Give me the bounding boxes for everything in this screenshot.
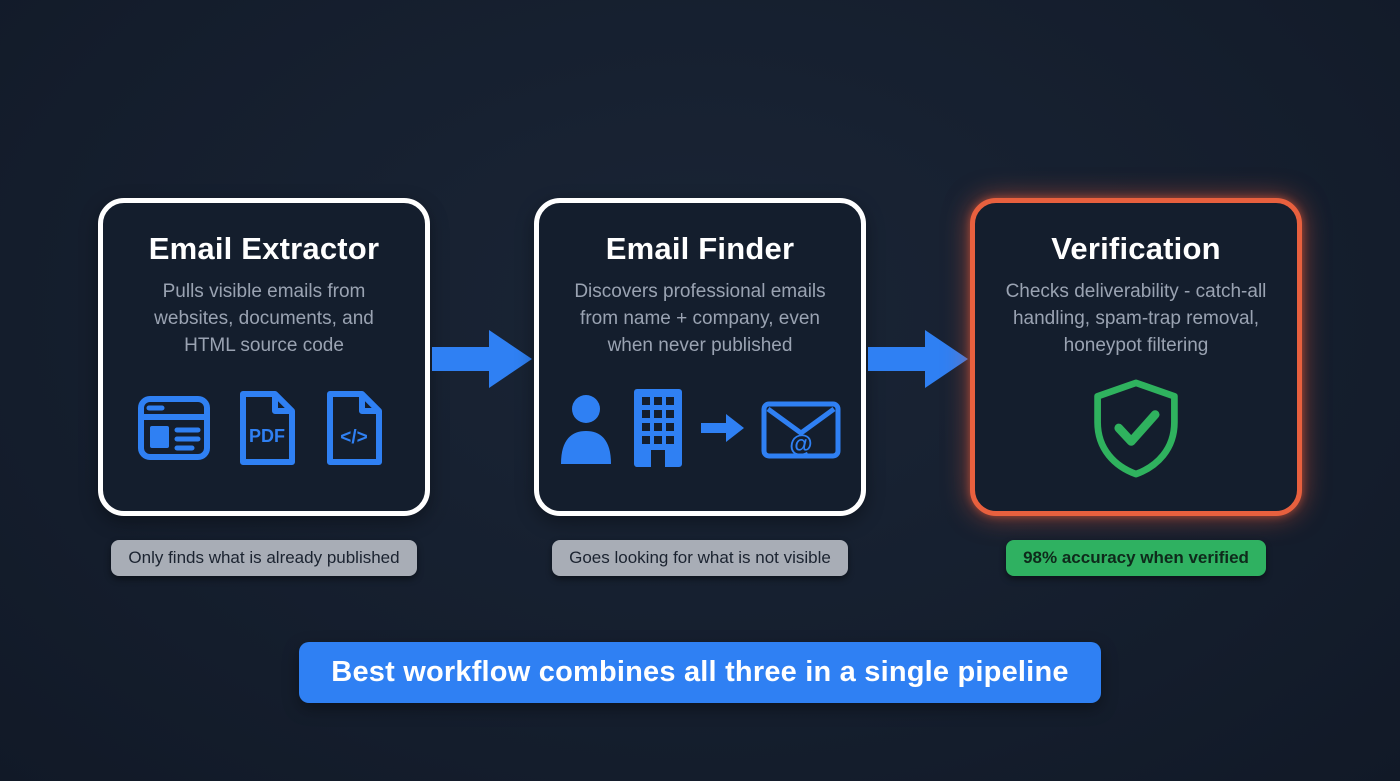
- browser-icon: [134, 388, 214, 468]
- card-description: Pulls visible emails from websites, docu…: [154, 281, 374, 356]
- card-icons: PDF </>: [134, 366, 394, 491]
- stage-verification: Verification Checks deliverability - cat…: [970, 198, 1302, 576]
- card-title: Verification: [1051, 231, 1221, 266]
- accuracy-badge: 98% accuracy when verified: [1006, 540, 1266, 576]
- stage-email-finder: Email Finder Discovers professional emai…: [534, 198, 866, 576]
- verification-card: Verification Checks deliverability - cat…: [970, 198, 1302, 516]
- flow-arrow-icon: [432, 328, 532, 390]
- card-icons: [1088, 366, 1184, 491]
- flow-arrow-2-slot: [866, 328, 970, 390]
- code-file-icon: </>: [318, 388, 394, 468]
- flow-arrow-1-slot: [430, 328, 534, 390]
- flow-arrow-icon: [868, 328, 968, 390]
- svg-text:@: @: [789, 431, 812, 458]
- shield-check-icon: [1088, 377, 1184, 479]
- arrow-right-icon: [701, 411, 745, 445]
- email-extractor-card: Email Extractor Pulls visible emails fro…: [98, 198, 430, 516]
- card-title: Email Finder: [605, 231, 795, 266]
- svg-text:</>: </>: [340, 427, 367, 448]
- svg-text:PDF: PDF: [249, 426, 285, 446]
- stage-email-extractor: Email Extractor Pulls visible emails fro…: [98, 198, 430, 576]
- card-icons: @: [557, 366, 843, 491]
- email-at-icon: @: [759, 394, 843, 462]
- limitation-badge: Only finds what is already published: [111, 540, 417, 576]
- pipeline-row: Email Extractor Pulls visible emails fro…: [98, 198, 1302, 576]
- card-description: Discovers professional emails from name …: [574, 281, 826, 356]
- card-title: Email Extractor: [148, 231, 380, 266]
- email-finder-card: Email Finder Discovers professional emai…: [534, 198, 866, 516]
- building-icon: [629, 386, 687, 470]
- pdf-file-icon: PDF: [228, 388, 304, 468]
- card-description: Checks deliverability - catch-all handli…: [1005, 281, 1267, 356]
- limitation-badge: Goes looking for what is not visible: [552, 540, 848, 576]
- person-icon: [557, 390, 615, 466]
- pipeline-banner: Best workflow combines all three in a si…: [299, 642, 1101, 703]
